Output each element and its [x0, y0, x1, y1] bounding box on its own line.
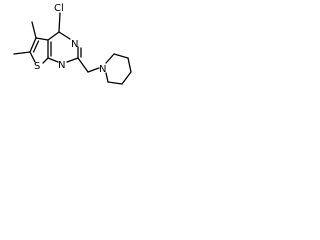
bond-ch2-n: [87, 67, 100, 73]
atom-nitrogen-bottom: N: [58, 60, 65, 71]
atom-nitrogen-piperidine: N: [99, 64, 106, 75]
bond-s-c7a: [42, 57, 49, 64]
bond-c4a-c5: [35, 37, 49, 41]
bond-c4-cl: [58, 12, 61, 33]
chemical-structure: Cl N N S N: [13, 3, 132, 85]
atom-sulfur: S: [34, 61, 40, 72]
bond-c4-n3: [58, 31, 71, 40]
atom-labels: Cl N N S N: [34, 3, 106, 75]
bond-c5-c6: [29, 37, 37, 53]
bond-c5-methyl: [31, 21, 37, 39]
bond-c2-ch2: [77, 57, 89, 73]
bond-n1-c7a: [47, 57, 59, 63]
bond-pip-ca-cb: [113, 53, 129, 59]
bond-pip-ce-n: [105, 72, 109, 83]
bonds: [13, 12, 132, 85]
atom-nitrogen-top: N: [71, 39, 78, 50]
bond-c4a-c4: [47, 31, 60, 41]
bond-c6-s: [29, 51, 36, 63]
bond-c2-n1: [66, 57, 79, 63]
bond-pip-cb-cc: [127, 57, 132, 73]
bond-pip-cd-ce: [107, 81, 123, 85]
atom-chlorine: Cl: [54, 3, 64, 14]
bond-c6-methyl: [13, 51, 31, 55]
bond-c5-c6-double: [32, 40, 40, 53]
bond-pip-cc-cd: [121, 71, 132, 85]
bond-pip-n-ca: [105, 53, 115, 64]
